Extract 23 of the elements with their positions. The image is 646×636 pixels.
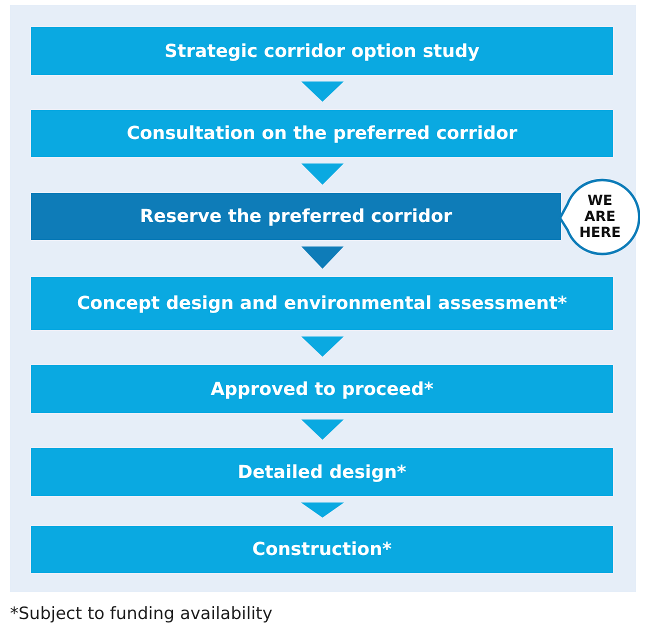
down-arrow — [301, 82, 344, 102]
footnote: *Subject to funding availability — [10, 604, 272, 624]
down-arrow — [301, 336, 344, 357]
process-box — [31, 27, 613, 75]
speech-bubble — [558, 178, 640, 256]
step-label: Reserve the preferred corridor — [140, 206, 452, 227]
process-box — [31, 526, 613, 573]
step-label: Approved to proceed* — [210, 378, 434, 400]
process-box — [31, 365, 613, 413]
step-label: Detailed design* — [238, 462, 406, 482]
down-arrow — [301, 164, 344, 185]
down-arrow — [300, 502, 344, 518]
down-arrow — [301, 420, 344, 440]
step-label: WE ARE HERE — [578, 193, 622, 241]
process-box — [31, 277, 613, 330]
process-box — [31, 448, 613, 496]
step-label: Construction* — [252, 539, 392, 560]
step-label: Concept design and environmental assessment* — [76, 293, 568, 314]
step-label: Consultation on the preferred corridor — [126, 123, 518, 144]
down-arrow — [301, 246, 344, 269]
step-label: Strategic corridor option study — [164, 40, 480, 62]
process-box — [31, 110, 613, 157]
process-box — [31, 193, 561, 240]
